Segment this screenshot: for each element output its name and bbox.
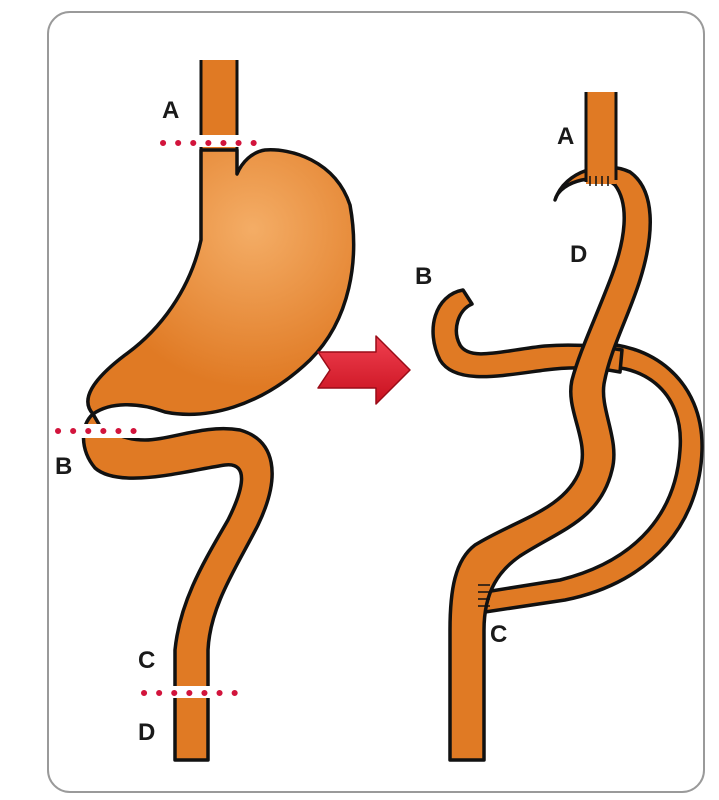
right-arrow-icon — [317, 335, 411, 405]
biliary-limb — [431, 288, 624, 379]
label-after-c: C — [490, 621, 507, 648]
label-after-a: A — [557, 123, 574, 150]
label-before-d: D — [138, 719, 155, 746]
label-after-b: B — [415, 263, 432, 290]
alimentary-limb — [448, 165, 652, 762]
label-before-a: A — [162, 97, 179, 124]
anatomy-before: A B C D — [55, 60, 356, 762]
anastomosis-stitches-c — [478, 584, 490, 607]
stomach — [86, 148, 356, 416]
anastomosis-stitches-a — [589, 176, 609, 186]
label-after-d: D — [570, 241, 587, 268]
esophagus-after — [586, 92, 616, 184]
roux-limb-loop — [483, 342, 704, 614]
label-before-c: C — [138, 647, 155, 674]
anatomy-after: A B C D — [415, 92, 704, 762]
label-before-b: B — [55, 453, 72, 480]
